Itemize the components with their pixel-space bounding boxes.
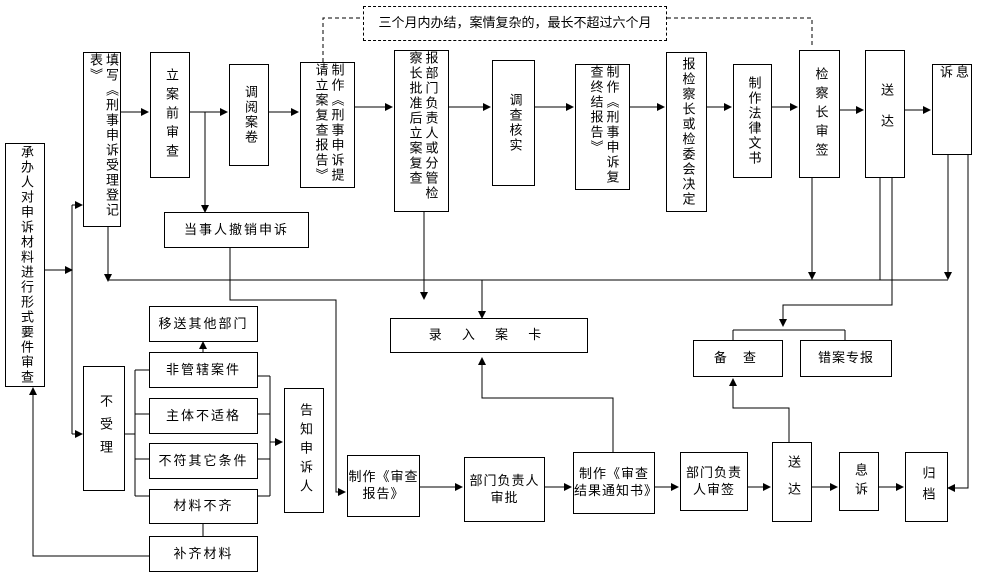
register-form-label: 填写《刑事申诉受理登记表》: [87, 53, 118, 218]
unqualified-box: 主体不适格: [149, 398, 258, 434]
dept-approve-label: 部门负责人审批: [469, 473, 540, 506]
read-files-box: 调阅案卷: [229, 64, 269, 166]
review-end-report-box: 制作《刑事申诉复查终结报告》: [575, 64, 630, 190]
filing-label: 备 查: [713, 351, 763, 366]
other-conditions-label: 不符其它条件: [158, 453, 249, 469]
not-accept-label: 不受理: [97, 394, 112, 463]
archive-label: 归档: [919, 466, 935, 508]
pre-case-review-box: 立案前审查: [150, 52, 190, 178]
record-card-box: 录 入 案 卡: [390, 318, 588, 353]
dept-sign-label: 部门负责人审签: [685, 465, 742, 498]
formal-review-label: 承办人对申诉材料进行形式要件审查: [18, 145, 33, 385]
supplement-box: 补齐材料: [149, 536, 258, 572]
deliver-top-box: 送达: [865, 50, 905, 178]
register-form-box: 填写《刑事申诉受理登记表》: [83, 52, 121, 227]
chief-decision-label: 报检察长或检委会决定: [679, 57, 695, 207]
transfer-box: 移送其他部门: [149, 306, 258, 342]
misjudged-report-box: 错案专报: [800, 340, 892, 377]
formal-review-box: 承办人对申诉材料进行形式要件审查: [5, 143, 45, 387]
make-report-label: 制作《审查报告》: [348, 470, 419, 502]
notify-label: 告知申诉人: [297, 403, 312, 498]
other-conditions-box: 不符其它条件: [149, 443, 258, 479]
dept-sign-box: 部门负责人审签: [680, 452, 748, 511]
dept-head-approval-label: 报部门负责人或分管检察长批准后立案复查: [406, 51, 438, 201]
chief-sign-label: 检察长审签: [812, 66, 828, 162]
review-end-report-label: 制作《刑事申诉复查终结报告》: [587, 65, 619, 185]
chief-decision-box: 报检察长或检委会决定: [666, 52, 707, 212]
close-bottom-box: 息诉: [839, 452, 879, 511]
chief-sign-box: 检察长审签: [799, 50, 840, 178]
transfer-label: 移送其他部门: [158, 316, 249, 332]
record-card-label: 录 入 案 卡: [428, 328, 550, 343]
filing-box: 备 查: [693, 340, 783, 377]
close-bottom-label: 息诉: [852, 462, 867, 501]
result-notice-label: 制作《审查结果通知书》: [574, 467, 659, 499]
not-jurisdiction-box: 非管辖案件: [149, 352, 258, 388]
time-limit-note-text: 三个月内办结，案情复杂的，最长不超过六个月: [378, 16, 652, 31]
read-files-label: 调阅案卷: [242, 85, 257, 145]
deliver-bottom-box: 送达: [772, 442, 812, 522]
incomplete-label: 材料不齐: [173, 499, 234, 514]
close-top-box: 息诉: [932, 64, 972, 155]
time-limit-note: 三个月内办结，案情复杂的，最长不超过六个月: [363, 6, 667, 41]
investigate-box: 调查核实: [492, 60, 535, 186]
notify-box: 告知申诉人: [284, 388, 324, 513]
party-withdraw-label: 当事人撤销申诉: [183, 222, 289, 238]
retrial-report-label: 制作《刑事申诉提请立案复查报告》: [312, 63, 344, 183]
dept-approve-box: 部门负责人审批: [464, 457, 545, 522]
retrial-report-box: 制作《刑事申诉提请立案复查报告》: [300, 62, 355, 188]
make-report-box: 制作《审查报告》: [347, 455, 420, 517]
legal-docs-box: 制作法律文书: [733, 64, 772, 178]
close-top-label: 息诉: [937, 65, 968, 114]
party-withdraw-box: 当事人撤销申诉: [164, 212, 309, 248]
supplement-label: 补齐材料: [173, 546, 234, 562]
archive-box: 归档: [905, 452, 948, 522]
not-accept-box: 不受理: [83, 366, 125, 491]
unqualified-label: 主体不适格: [165, 408, 241, 424]
result-notice-box: 制作《审查结果通知书》: [573, 452, 659, 514]
investigate-label: 调查核实: [506, 93, 522, 153]
misjudged-report-label: 错案专报: [817, 351, 874, 366]
pre-case-review-label: 立案前审查: [163, 67, 178, 163]
dept-head-approval-box: 报部门负责人或分管检察长批准后立案复查: [394, 50, 449, 212]
deliver-top-label: 送达: [878, 83, 893, 145]
incomplete-box: 材料不齐: [149, 489, 258, 524]
legal-docs-label: 制作法律文书: [745, 76, 761, 166]
deliver-bottom-label: 送达: [785, 455, 800, 509]
not-jurisdiction-label: 非管辖案件: [165, 362, 241, 378]
